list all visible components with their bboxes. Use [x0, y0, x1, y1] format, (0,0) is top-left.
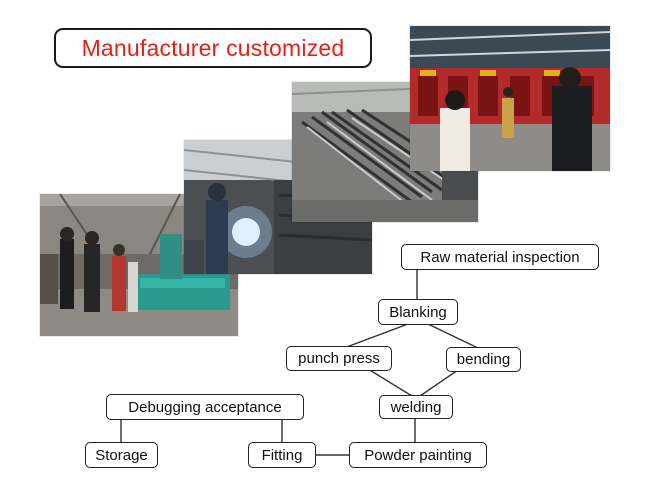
visitors-warehouse-photo-icon	[410, 26, 610, 171]
node-bending: bending	[446, 347, 521, 372]
node-fitting: Fitting	[248, 442, 316, 468]
node-label: welding	[390, 398, 442, 416]
node-welding: welding	[379, 395, 453, 419]
node-label: punch press	[298, 350, 380, 367]
node-storage: Storage	[85, 442, 158, 468]
node-raw-material-inspection: Raw material inspection	[401, 244, 599, 270]
node-label: bending	[456, 351, 511, 368]
title-box: Manufacturer customized	[54, 28, 372, 68]
node-blanking: Blanking	[378, 299, 458, 325]
node-label: Powder painting	[364, 446, 472, 464]
photo-finished-product-hall	[410, 26, 610, 171]
link-blanking-to-punch	[343, 323, 409, 349]
node-debugging-acceptance: Debugging acceptance	[106, 394, 304, 420]
node-label: Debugging acceptance	[128, 398, 282, 416]
link-blanking-to-bending	[427, 323, 481, 350]
node-label: Raw material inspection	[420, 248, 580, 266]
node-powder-painting: Powder painting	[349, 442, 487, 468]
node-label: Fitting	[261, 446, 303, 464]
link-bending-to-welding	[419, 369, 459, 397]
link-punch-to-welding	[367, 368, 413, 397]
node-punch-press: punch press	[286, 346, 392, 371]
node-label: Blanking	[389, 303, 447, 321]
page-title: Manufacturer customized	[81, 34, 345, 61]
node-label: Storage	[95, 446, 148, 464]
